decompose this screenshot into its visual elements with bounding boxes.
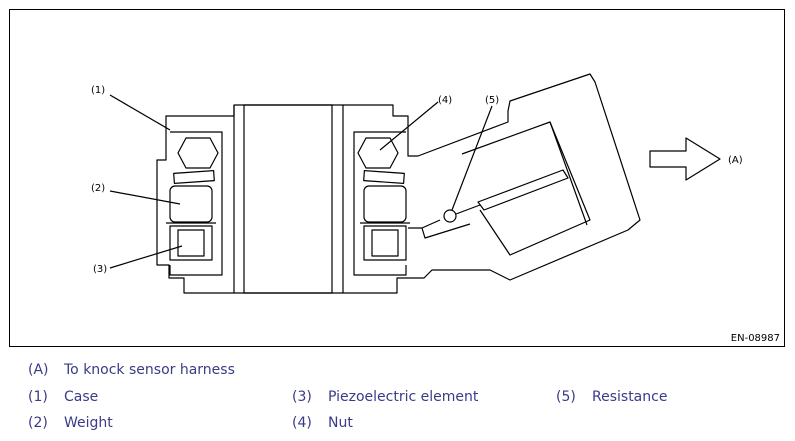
- knock-sensor-diagram: (1) (2) (3) (4) (5) (A): [91, 73, 743, 294]
- legend-item-3: (3) Piezoelectric element: [292, 389, 478, 405]
- legend-label: To knock sensor harness: [64, 362, 235, 378]
- leader-1: [109, 94, 171, 131]
- piezo-right-inner: [371, 229, 399, 257]
- callout-3: (3): [93, 264, 107, 275]
- nut-right: [357, 137, 399, 169]
- legend-item-1: (1) Case: [28, 389, 98, 405]
- legend-key: (4): [292, 415, 312, 431]
- figure-id: EN-08987: [730, 333, 780, 344]
- resistor: [443, 209, 457, 223]
- leader-3: [109, 245, 183, 269]
- connector-pin: [477, 169, 569, 211]
- legend-item-A: (A) To knock sensor harness: [28, 362, 235, 378]
- legend-key: (5): [556, 389, 576, 405]
- legend: (A) To knock sensor harness (1) Case (3) Pi…: [0, 356, 795, 441]
- left-cavity: [169, 131, 223, 276]
- legend-label: Weight: [64, 415, 113, 431]
- legend-label: Case: [64, 389, 99, 405]
- leader-4: [379, 101, 439, 151]
- nut-left: [177, 137, 219, 169]
- legend-key: (A): [28, 362, 49, 378]
- connector-housing: [461, 121, 591, 256]
- washer-left: [173, 170, 215, 184]
- connector-inner-line: [549, 121, 588, 226]
- piezo-left-inner: [177, 229, 205, 257]
- legend-key: (3): [292, 389, 312, 405]
- weight-right: [363, 185, 407, 223]
- central-bore: [243, 104, 333, 294]
- washer-right: [363, 170, 405, 184]
- callout-2: (2): [91, 183, 105, 194]
- callout-5: (5): [485, 95, 499, 106]
- legend-key: (1): [28, 389, 48, 405]
- legend-key: (2): [28, 415, 48, 431]
- case-outline: [156, 73, 641, 294]
- piezo-right: [363, 225, 407, 261]
- right-cavity: [353, 131, 407, 276]
- callout-4: (4): [438, 95, 452, 106]
- legend-label: Nut: [328, 415, 353, 431]
- legend-item-5: (5) Resistance: [556, 389, 667, 405]
- callout-A: (A): [728, 155, 743, 166]
- legend-label: Resistance: [592, 389, 668, 405]
- legend-item-2: (2) Weight: [28, 415, 113, 431]
- piezo-left: [169, 225, 213, 261]
- resistor-lead: [408, 204, 481, 239]
- leader-5: [451, 105, 493, 211]
- harness-arrow: [649, 137, 721, 181]
- legend-item-4: (4) Nut: [292, 415, 353, 431]
- legend-label: Piezoelectric element: [328, 389, 479, 405]
- leader-2: [109, 190, 181, 205]
- callout-1: (1): [91, 85, 105, 96]
- weight-left: [169, 185, 213, 223]
- diagram-frame: (1) (2) (3) (4) (5) (A) EN-08987: [9, 9, 785, 347]
